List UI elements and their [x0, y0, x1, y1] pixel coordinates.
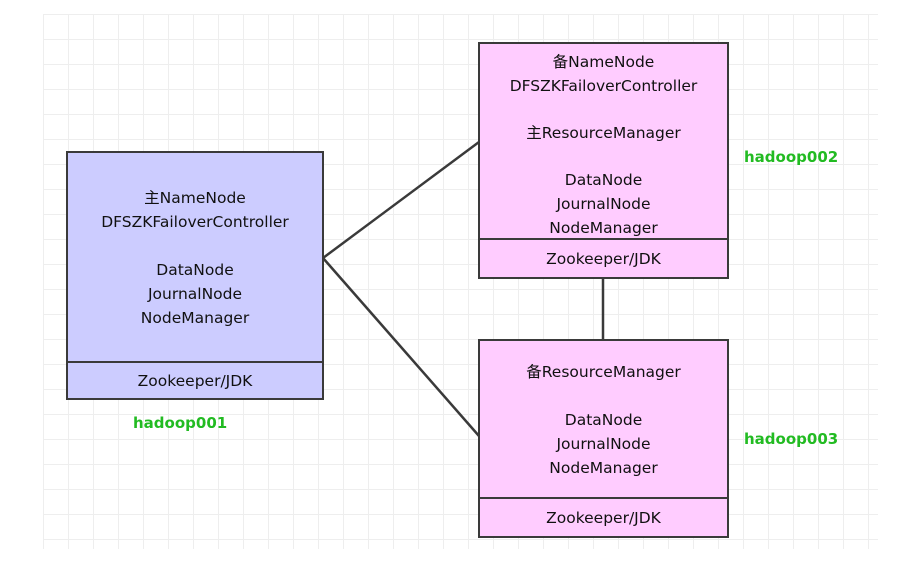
node-hadoop003: 备ResourceManager DataNode JournalNode No… — [478, 339, 729, 538]
role-label: 备ResourceManager — [526, 363, 681, 381]
host-label-hadoop001: hadoop001 — [133, 414, 228, 432]
role-label: NodeManager — [140, 309, 250, 327]
host-label-hadoop002: hadoop002 — [744, 148, 839, 166]
role-label: NodeManager — [549, 459, 658, 477]
role-label: JournalNode — [556, 435, 651, 453]
node-hadoop001: 主NameNode DFSZKFailoverController DataNo… — [66, 151, 324, 400]
grid-background — [43, 14, 878, 549]
role-label: DataNode — [156, 261, 234, 279]
node-hadoop001-roles: 主NameNode DFSZKFailoverController DataNo… — [68, 153, 322, 363]
node-hadoop002-footer: Zookeeper/JDK — [480, 238, 727, 277]
node-hadoop003-footer: Zookeeper/JDK — [480, 497, 727, 536]
role-label: NodeManager — [549, 219, 658, 237]
node-hadoop002: 备NameNode DFSZKFailoverController 主Resou… — [478, 42, 729, 279]
role-label: DataNode — [564, 171, 643, 189]
node-hadoop003-roles: 备ResourceManager DataNode JournalNode No… — [480, 341, 727, 499]
host-label-hadoop003: hadoop003 — [744, 430, 839, 448]
role-label: JournalNode — [556, 195, 651, 213]
edge-hadoop001-hadoop002 — [322, 140, 480, 260]
edge-hadoop001-hadoop003 — [322, 257, 480, 437]
role-label: DataNode — [564, 411, 643, 429]
role-label: JournalNode — [147, 285, 243, 303]
role-label: DFSZKFailoverController — [509, 77, 698, 95]
node-hadoop001-footer: Zookeeper/JDK — [68, 361, 322, 398]
role-label: 主ResourceManager — [526, 124, 681, 142]
role-label: 主NameNode — [144, 189, 246, 207]
node-hadoop002-roles: 备NameNode DFSZKFailoverController 主Resou… — [480, 44, 727, 240]
role-label: 备NameNode — [552, 53, 655, 71]
role-label: DFSZKFailoverController — [101, 213, 289, 231]
